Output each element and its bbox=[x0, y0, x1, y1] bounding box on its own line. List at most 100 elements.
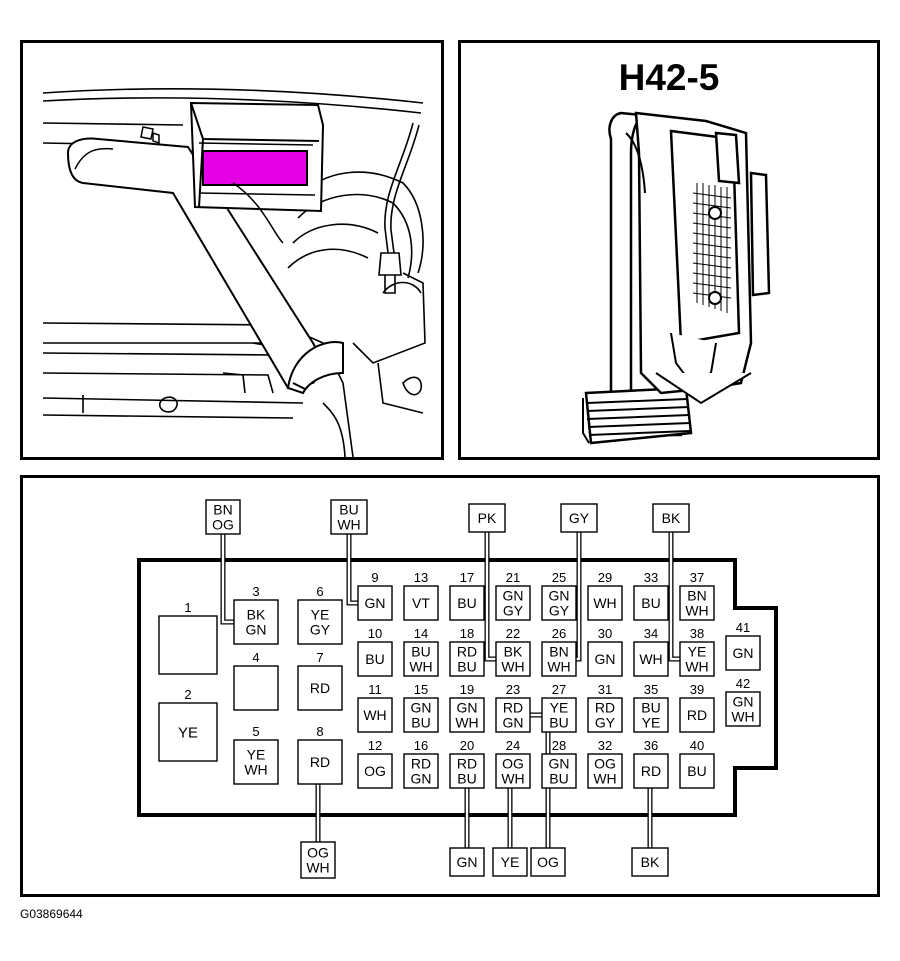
pin-cavity bbox=[403, 753, 439, 789]
pin-wire-color: GN bbox=[503, 715, 524, 731]
pin-number: 13 bbox=[414, 570, 428, 585]
pin-wire-color: GN bbox=[549, 756, 570, 772]
pin-number: 6 bbox=[316, 584, 323, 599]
leader-line bbox=[221, 534, 234, 624]
pin-cavity bbox=[495, 641, 531, 677]
pin-number: 8 bbox=[316, 724, 323, 739]
pin-number: 10 bbox=[368, 626, 382, 641]
pin-number: 21 bbox=[506, 570, 520, 585]
pin-cavity bbox=[541, 697, 577, 733]
pin-cavity bbox=[357, 641, 393, 677]
pin-wire-color: WH bbox=[593, 771, 616, 787]
pin-number: 23 bbox=[506, 682, 520, 697]
pin-number: 29 bbox=[598, 570, 612, 585]
callout-box bbox=[449, 847, 485, 877]
pin-wire-color: WH bbox=[685, 603, 708, 619]
pin-number: 7 bbox=[316, 650, 323, 665]
pin-7: 7RD bbox=[297, 650, 343, 711]
pin-number: 33 bbox=[644, 570, 658, 585]
pin-number: 19 bbox=[460, 682, 474, 697]
callout-text: BK bbox=[662, 510, 681, 526]
callout-text: GY bbox=[569, 510, 590, 526]
pin-wire-color: YE bbox=[642, 715, 661, 731]
pin-9: 9GN bbox=[357, 570, 393, 621]
pin-number: 27 bbox=[552, 682, 566, 697]
callout-text: OG bbox=[307, 845, 329, 861]
callout-text: OG bbox=[212, 517, 234, 533]
pin-cavity bbox=[449, 753, 485, 789]
pin-wire-color: BU bbox=[457, 659, 476, 675]
pin-wire-color: GY bbox=[549, 603, 570, 619]
pin-cavity bbox=[233, 599, 279, 645]
pin-number: 30 bbox=[598, 626, 612, 641]
pin-wire-color: OG bbox=[594, 756, 616, 772]
callout-box bbox=[300, 841, 336, 879]
pin-cavity bbox=[679, 641, 715, 677]
pin-number: 14 bbox=[414, 626, 428, 641]
pin-number: 2 bbox=[184, 687, 191, 702]
pin-cavity bbox=[541, 585, 577, 621]
pin-cavity bbox=[403, 641, 439, 677]
leader-line bbox=[347, 534, 358, 605]
pin-cavity bbox=[158, 615, 218, 675]
pin-wire-color: BU bbox=[641, 595, 660, 611]
pin-number: 18 bbox=[460, 626, 474, 641]
pin-wire-color: RD bbox=[411, 756, 431, 772]
pin-number: 38 bbox=[690, 626, 704, 641]
callout-text: WH bbox=[306, 860, 329, 876]
pin-number: 1 bbox=[184, 600, 191, 615]
pin-wire-color: BU bbox=[411, 644, 430, 660]
pin-wire-color: RD bbox=[503, 700, 523, 716]
pin-number: 32 bbox=[598, 738, 612, 753]
pin-wire-color: YE bbox=[247, 747, 266, 763]
pin-wire-color: GN bbox=[549, 588, 570, 604]
pin-number: 4 bbox=[252, 650, 259, 665]
connector-view: H42-5 bbox=[458, 40, 880, 460]
pin-cavity bbox=[587, 641, 623, 677]
pin-wire-color: GY bbox=[310, 622, 331, 638]
pin-wire-color: BU bbox=[457, 771, 476, 787]
pin-wire-color: GN bbox=[733, 694, 754, 710]
pin-8: 8RD bbox=[297, 724, 343, 785]
pin-cavity bbox=[587, 697, 623, 733]
pin-number: 12 bbox=[368, 738, 382, 753]
pin-number: 37 bbox=[690, 570, 704, 585]
pin-wire-color: BU bbox=[687, 763, 706, 779]
pin-cavity bbox=[541, 753, 577, 789]
pin-cavity bbox=[357, 697, 393, 733]
leader-line bbox=[576, 532, 581, 661]
pin-number: 42 bbox=[736, 676, 750, 691]
engine-bay-drawing bbox=[42, 87, 426, 457]
pin-cavity bbox=[495, 753, 531, 789]
pin-wire-color: VT bbox=[412, 595, 430, 611]
pin-cavity bbox=[633, 641, 669, 677]
pin-wire-color: YE bbox=[311, 607, 330, 623]
pin-cavity bbox=[633, 697, 669, 733]
pin-wire-color: RD bbox=[641, 763, 661, 779]
pin-cavity bbox=[449, 697, 485, 733]
pin-cavity bbox=[449, 641, 485, 677]
pin-wire-color: GY bbox=[595, 715, 616, 731]
pin-wire-color: RD bbox=[687, 707, 707, 723]
pin-number: 28 bbox=[552, 738, 566, 753]
pin-number: 5 bbox=[252, 724, 259, 739]
leader-line-outline bbox=[668, 532, 680, 662]
pin-wire-color: YE bbox=[688, 644, 707, 660]
pinout-diagram: 12YE3BKGN45YEWH6YEGY7RD8RD9GN10BU11WH12O… bbox=[137, 499, 778, 879]
